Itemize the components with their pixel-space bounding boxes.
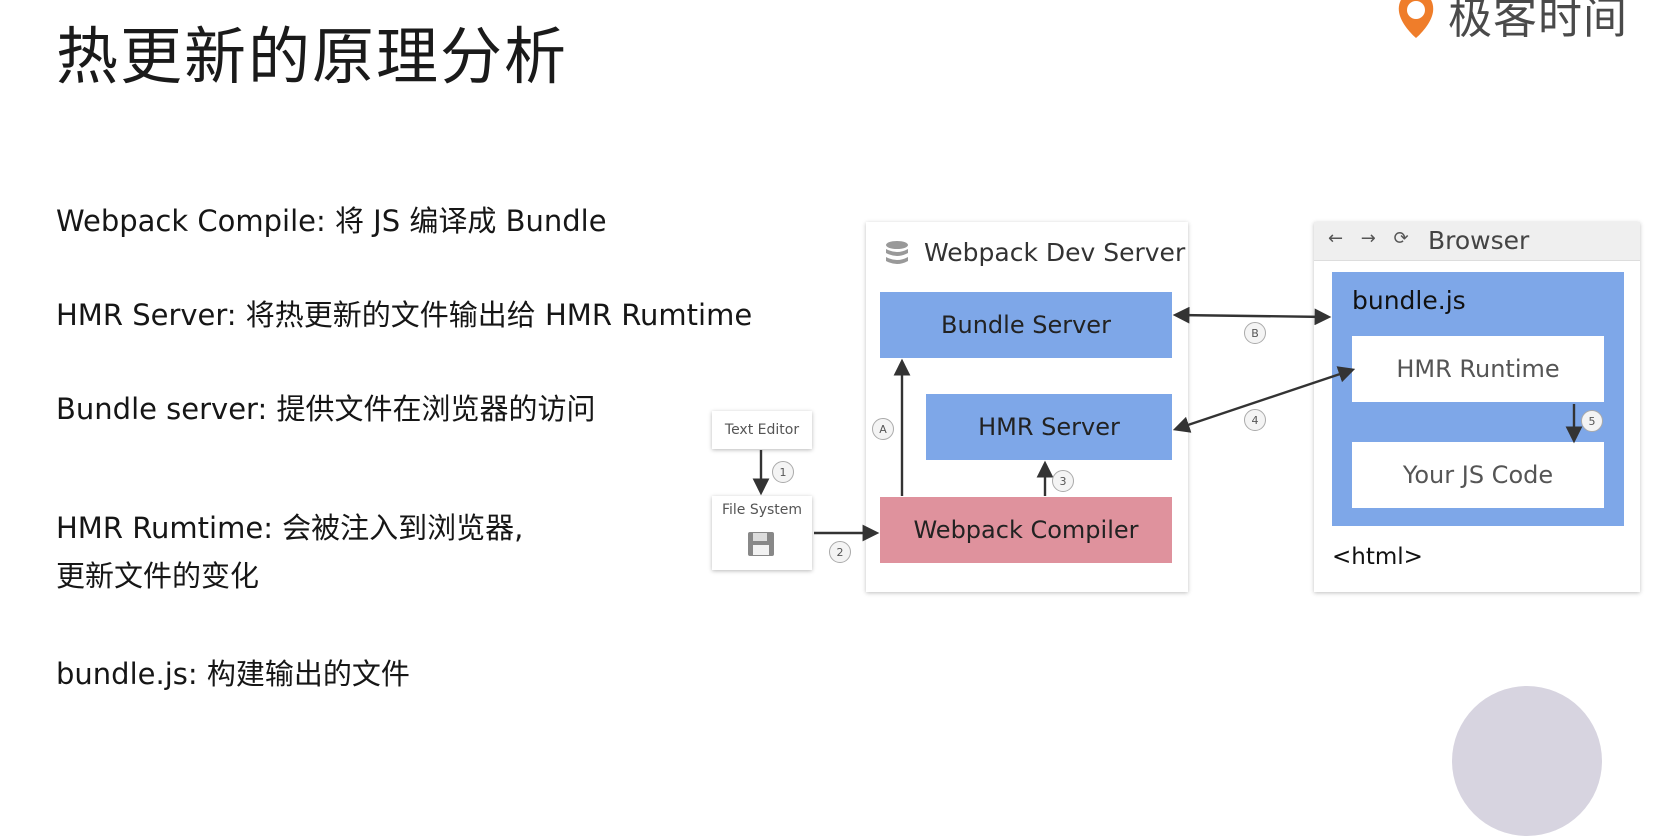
- bullet-hmr-runtime: HMR Rumtime: 会被注入到浏览器,: [56, 511, 524, 545]
- browser-toolbar: ← → ⟳ Browser: [1314, 222, 1640, 261]
- bundle-js-label: bundle.js: [1352, 286, 1466, 315]
- text-editor-label: Text Editor: [724, 422, 800, 438]
- webpack-compiler-box: Webpack Compiler: [880, 497, 1172, 563]
- browser-nav-icons: ← → ⟳: [1328, 228, 1415, 249]
- floppy-disk-icon: [748, 532, 774, 556]
- database-icon: [886, 240, 908, 264]
- bullet-webpack-compile: Webpack Compile: 将 JS 编译成 Bundle: [56, 204, 607, 238]
- step-badge-5: 5: [1581, 410, 1603, 432]
- decorative-circle: [1452, 686, 1602, 836]
- hmr-runtime-box: HMR Runtime: [1352, 336, 1604, 402]
- webpack-dev-server-header: Webpack Dev Server: [884, 238, 1185, 267]
- step-badge-3: 3: [1052, 470, 1074, 492]
- file-system-label: File System: [721, 502, 803, 518]
- bullet-bundle-server: Bundle server: 提供文件在浏览器的访问: [56, 392, 596, 426]
- your-js-code-box: Your JS Code: [1352, 442, 1604, 508]
- file-system-card: File System: [712, 496, 812, 570]
- step-badge-b: B: [1244, 322, 1266, 344]
- html-label: <html>: [1332, 544, 1423, 570]
- step-badge-a: A: [872, 418, 894, 440]
- step-badge-2: 2: [829, 541, 851, 563]
- bundle-server-box: Bundle Server: [880, 292, 1172, 358]
- brand-name: 极客时间: [1448, 0, 1628, 44]
- bullet-bundle-js: bundle.js: 构建输出的文件: [56, 657, 410, 691]
- brand-logo: 极客时间: [1390, 0, 1628, 44]
- step-badge-1: 1: [772, 461, 794, 483]
- browser-title: Browser: [1428, 226, 1530, 255]
- hmr-diagram: Webpack Dev Server Bundle Server HMR Ser…: [712, 222, 1640, 592]
- brand-logo-icon: [1398, 0, 1434, 38]
- webpack-dev-server-title: Webpack Dev Server: [924, 238, 1186, 267]
- bullet-hmr-server: HMR Server: 将热更新的文件输出给 HMR Rumtime: [56, 298, 753, 332]
- bullet-hmr-runtime-cont: 更新文件的变化: [56, 559, 260, 593]
- text-editor-card: Text Editor: [712, 411, 812, 449]
- step-badge-4: 4: [1244, 409, 1266, 431]
- hmr-server-box: HMR Server: [926, 394, 1172, 460]
- browser-window: ← → ⟳ Browser bundle.js <html>: [1314, 222, 1640, 592]
- arrow-bundle-server-browser: [1172, 306, 1332, 326]
- slide-title: 热更新的原理分析: [56, 20, 569, 93]
